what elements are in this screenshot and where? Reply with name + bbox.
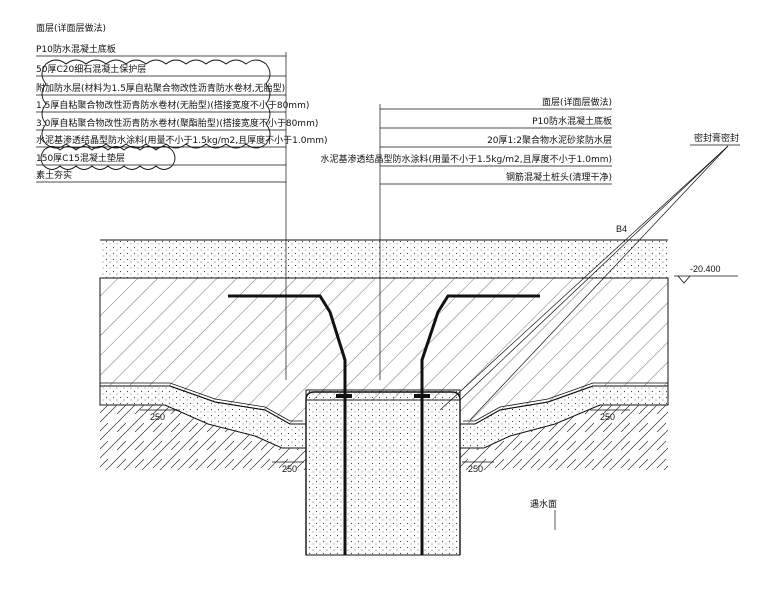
rebar	[228, 294, 540, 555]
right-note-1: 面层(详面层做法)	[542, 96, 612, 108]
right-note-3: 20厚1:2聚合物水泥砂浆防水层	[487, 134, 612, 146]
slab-label: B4	[616, 224, 627, 234]
dimension-250-right: 250	[600, 412, 615, 422]
left-note-1: 面层(详面层做法)	[36, 22, 106, 34]
water-stop-label: 遇水面	[530, 498, 557, 510]
sealant-label: 密封膏密封	[694, 132, 739, 144]
right-note-2: P10防水混凝土底板	[532, 115, 612, 127]
pile	[305, 389, 461, 556]
left-note-5: 1.5厚自粘聚合物改性沥青防水卷材(无胎型)(搭接宽度不小于80mm)	[36, 99, 309, 111]
right-notes: 面层(详面层做法) P10防水混凝土底板 20厚1:2聚合物水泥砂浆防水层 水泥…	[321, 96, 613, 185]
right-note-4: 水泥基渗透结晶型防水涂料(用量不小于1.5kg/m2,且厚度不小于1.0mm)	[321, 153, 613, 165]
left-note-7: 水泥基渗透结晶型防水涂料(用量不小于1.5kg/m2,且厚度不小于1.0mm)	[36, 134, 328, 146]
left-notes: 面层(详面层做法) P10防水混凝土底板 50厚C20细石混凝土保护层 附加防水…	[36, 22, 328, 183]
right-note-5: 钢筋混凝土桩头(清理干净)	[506, 171, 612, 183]
dimension-250-pile-right: 250	[468, 464, 483, 474]
dimension-250-pile-left: 250	[282, 464, 297, 474]
elevation-mark: -20.400	[674, 264, 738, 284]
left-note-8: 150厚C15混凝土垫层	[36, 152, 125, 164]
left-note-6: 3.0厚自粘聚合物改性沥青防水卷材(聚酯胎型)(搭接宽度不小于80mm)	[36, 117, 318, 129]
left-note-2: P10防水混凝土底板	[36, 43, 116, 55]
dimension-marks	[140, 409, 630, 463]
finish-layer	[100, 239, 668, 279]
dimension-250-left: 250	[150, 412, 165, 422]
left-note-4: 附加防水层(材料为1.5厚自粘聚合物改性沥青防水卷材,无胎型)	[36, 82, 285, 94]
left-note-9: 素土夯实	[36, 169, 72, 181]
left-note-3: 50厚C20细石混凝土保护层	[36, 63, 146, 75]
revision-cloud	[40, 59, 271, 170]
elevation-value: -20.400	[690, 264, 721, 274]
leader-lines	[285, 52, 729, 530]
compacted-soil	[100, 405, 668, 470]
